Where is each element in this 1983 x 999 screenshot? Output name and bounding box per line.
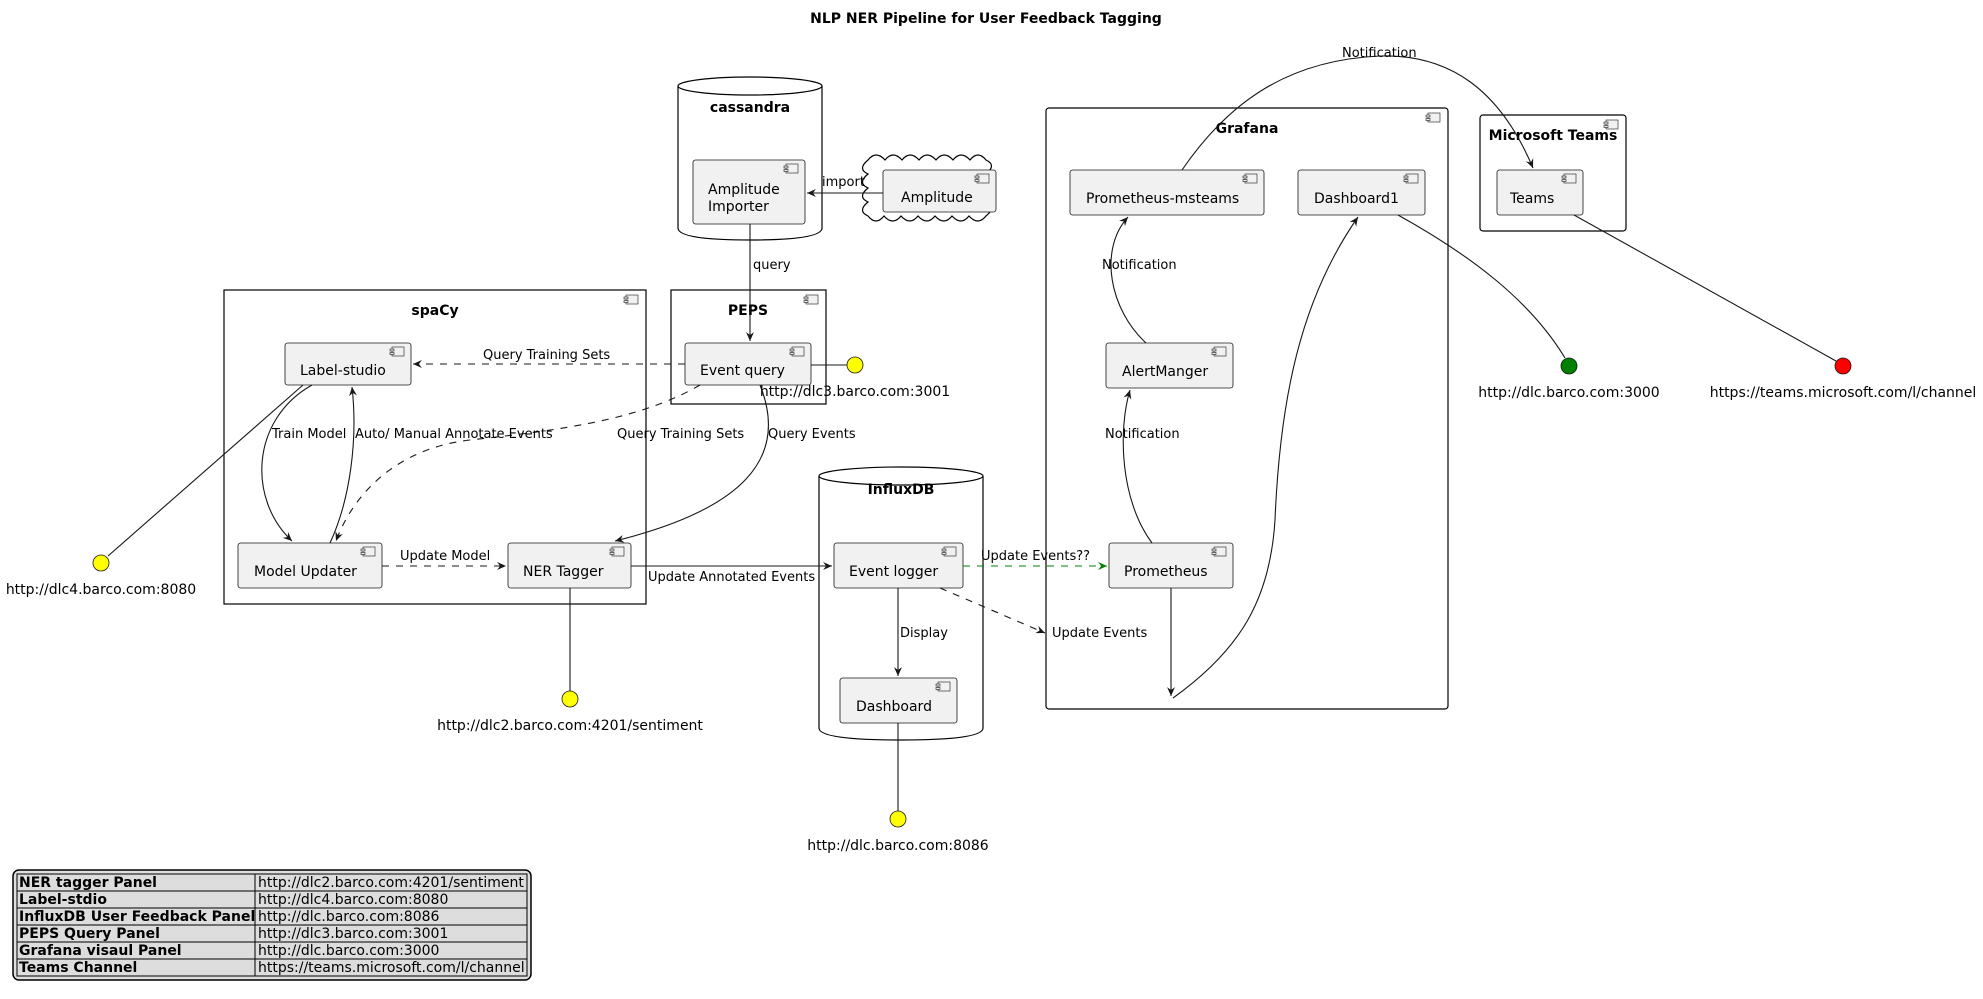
amplitude-importer-label-2: Importer [708, 199, 769, 215]
legend-key: Teams Channel [19, 960, 137, 976]
model-updater-label: Model Updater [254, 564, 357, 580]
legend-key: Label-stdio [19, 892, 107, 908]
edge-notification-1-label: Notification [1102, 258, 1177, 273]
edge-query-training-sets-2-label: Query Training Sets [617, 427, 744, 442]
interface-influx-label: http://dlc.barco.com:8086 [807, 838, 989, 854]
component-event-logger[interactable]: Event logger [833, 542, 964, 589]
edge-query-training-sets-1-label: Query Training Sets [483, 348, 610, 363]
component-event-query[interactable]: Event query [684, 342, 812, 386]
edge-auto-manual-label: Auto/ Manual Annotate Events [355, 427, 553, 442]
prometheus-msteams-label: Prometheus-msteams [1086, 191, 1239, 207]
cassandra-label: cassandra [710, 100, 790, 116]
edge-update-annotated-events-label: Update Annotated Events [648, 570, 815, 585]
legend-value[interactable]: http://dlc4.barco.com:8080 [258, 892, 448, 908]
legend-value[interactable]: http://dlc.barco.com:3000 [258, 943, 439, 959]
influxdb-label: InfluxDB [868, 482, 935, 498]
edge-update-events-label: Update Events [1052, 626, 1147, 641]
edge-query-events-label: Query Events [768, 427, 856, 442]
edge-update-annotated-events: Update Annotated Events [631, 562, 832, 585]
interface-label-studio-label: http://dlc4.barco.com:8080 [6, 582, 196, 598]
legend-key: PEPS Query Panel [19, 926, 160, 942]
event-query-label: Event query [700, 363, 785, 379]
edge-auto-manual-annotate: Auto/ Manual Annotate Events [329, 386, 553, 544]
interface-ner-label: http://dlc2.barco.com:4201/sentiment [437, 718, 703, 734]
edge-display-label: Display [900, 626, 948, 641]
interface-influx[interactable]: http://dlc.barco.com:8086 [807, 723, 989, 854]
edge-update-events-qq: Update Events?? [963, 549, 1107, 570]
edge-notification-teams: Notification [1181, 46, 1534, 171]
interface-label-studio[interactable]: http://dlc4.barco.com:8080 [6, 384, 304, 598]
component-ner-tagger[interactable]: NER Tagger [507, 542, 632, 589]
component-label-studio[interactable]: Label-studio [284, 342, 412, 386]
edge-query: query [746, 224, 791, 341]
interface-peps[interactable]: http://dlc3.barco.com:3001 [760, 356, 950, 400]
interface-grafana-label: http://dlc.barco.com:3000 [1478, 385, 1659, 401]
component-prometheus[interactable]: Prometheus [1108, 542, 1234, 589]
legend-row [16, 958, 528, 977]
diagram-title: NLP NER Pipeline for User Feedback Taggi… [810, 11, 1162, 27]
spacy-label: spaCy [411, 303, 458, 319]
edge-notification-top-label: Notification [1342, 46, 1417, 61]
component-teams[interactable]: Teams [1496, 169, 1584, 216]
teams-label: Teams [1509, 191, 1554, 207]
legend-table: NER tagger Panel http://dlc2.barco.com:42… [12, 869, 532, 981]
influxdb-group: InfluxDB [818, 466, 984, 741]
edge-query-events: Query Events [614, 384, 856, 543]
edge-display: Display [894, 588, 948, 676]
edge-import-label: import [822, 175, 865, 190]
legend-value[interactable]: http://dlc.barco.com:8086 [258, 909, 440, 925]
component-alertmanager[interactable]: AlertManger [1105, 342, 1234, 389]
edge-query-label: query [753, 258, 791, 273]
edge-update-events: Update Events [939, 587, 1147, 641]
dashboard1-label: Dashboard1 [1314, 191, 1399, 207]
edge-notification-msteams: Notification [1102, 216, 1177, 344]
edge-query-training-sets-1: Query Training Sets [413, 348, 685, 368]
component-dashboard1[interactable]: Dashboard1 [1297, 169, 1426, 216]
edge-update-model-label: Update Model [400, 549, 490, 564]
edge-update-model: Update Model [382, 549, 506, 570]
component-amplitude-importer[interactable]: Amplitude Importer [692, 159, 806, 225]
amplitude-importer-label-1: Amplitude [708, 182, 780, 198]
legend-value[interactable]: http://dlc3.barco.com:3001 [258, 926, 448, 942]
label-studio-label: Label-studio [300, 363, 386, 379]
edge-notification-alertmanager: Notification [1105, 389, 1180, 544]
ner-tagger-label: NER Tagger [523, 564, 604, 580]
interface-grafana[interactable]: http://dlc.barco.com:3000 [1397, 214, 1660, 401]
edge-import: import [807, 175, 883, 197]
dashboard-label: Dashboard [856, 699, 932, 715]
interface-teams[interactable]: https://teams.microsoft.com/l/channel [1573, 214, 1977, 401]
edge-train-model-label: Train Model [271, 427, 346, 442]
edge-prometheus-dashboard1 [1167, 216, 1359, 699]
edge-update-events-qq-label: Update Events?? [981, 549, 1090, 564]
legend-key: NER tagger Panel [19, 875, 157, 891]
legend-value[interactable]: http://dlc2.barco.com:4201/sentiment [258, 875, 524, 891]
component-amplitude-cloud[interactable]: Amplitude [861, 154, 997, 222]
edge-query-training-sets-2: Query Training Sets [335, 384, 744, 542]
peps-label: PEPS [728, 303, 768, 319]
legend-key: InfluxDB User Feedback Panel [19, 909, 255, 925]
component-dashboard[interactable]: Dashboard [839, 677, 958, 724]
component-prometheus-msteams[interactable]: Prometheus-msteams [1069, 169, 1265, 216]
component-model-updater[interactable]: Model Updater [237, 542, 383, 589]
grafana-label: Grafana [1216, 121, 1279, 137]
amplitude-label: Amplitude [901, 190, 973, 206]
event-logger-label: Event logger [849, 564, 938, 580]
interface-teams-label: https://teams.microsoft.com/l/channel [1710, 385, 1977, 401]
legend-value[interactable]: https://teams.microsoft.com/l/channel [258, 960, 525, 976]
legend-key: Grafana visaul Panel [19, 943, 182, 959]
alertmanager-label: AlertManger [1122, 364, 1208, 380]
prometheus-label: Prometheus [1124, 564, 1208, 580]
teams-group-label: Microsoft Teams [1489, 128, 1618, 144]
edge-train-model: Train Model [261, 384, 346, 542]
interface-ner[interactable]: http://dlc2.barco.com:4201/sentiment [437, 588, 703, 734]
interface-peps-label: http://dlc3.barco.com:3001 [760, 384, 950, 400]
edge-notification-2-label: Notification [1105, 427, 1180, 442]
